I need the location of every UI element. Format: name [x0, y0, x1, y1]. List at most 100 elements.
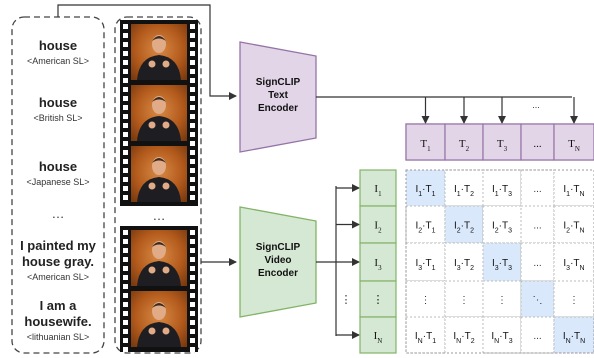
- cell-i-base: I: [563, 331, 566, 342]
- matrix-cell-label: I3·T1: [415, 258, 435, 272]
- matrix-cell: I1·TN: [553, 169, 594, 207]
- text-item-title: I am a: [40, 298, 78, 313]
- matrix-cell: I3·TN: [553, 242, 594, 282]
- filmstrip: [120, 20, 198, 206]
- cell-i-sub: 2: [457, 227, 461, 234]
- cell-i-sub: 2: [566, 227, 570, 234]
- text-item-title: house gray.: [22, 254, 94, 269]
- filmstrips: [120, 20, 198, 352]
- video-token-label-base: I: [374, 183, 378, 195]
- video-token-label-sub: 3: [378, 264, 382, 272]
- video-bus-ellipsis: ⋮: [341, 294, 352, 306]
- video-output-drops: [336, 184, 360, 339]
- matrix-cell-label: IN·TN: [563, 331, 585, 345]
- matrix-cell: I3·T3: [482, 242, 522, 282]
- cell-i-sub: 1: [457, 191, 461, 198]
- text-item-title: I painted my: [20, 238, 97, 253]
- text-encoder-line1: SignCLIP: [256, 77, 301, 88]
- video-token-label: I1: [374, 183, 382, 198]
- text-token: ...: [520, 123, 555, 161]
- matrix-cell-label: I2·T1: [415, 221, 435, 235]
- matrix-cell-label: I2·TN: [563, 221, 584, 235]
- video-token-label-sub: 2: [378, 227, 382, 235]
- cell-dot: ·T: [422, 184, 431, 195]
- matrix-cell-ellipsis: ...: [533, 221, 541, 232]
- cell-dot: ·T: [499, 258, 508, 269]
- cell-i-sub: 1: [418, 191, 422, 198]
- video-encoder-line1: SignCLIP: [256, 242, 301, 253]
- matrix-cell: IN·T3: [482, 316, 522, 354]
- matrix-cell: I3·T2: [444, 242, 484, 282]
- cell-dot: ·T: [499, 221, 508, 232]
- matrix-cell-ellipsis: ...: [533, 184, 541, 195]
- cell-i-base: I: [491, 331, 494, 342]
- video-encoder-shape: [239, 206, 317, 318]
- video-frame: [131, 85, 187, 141]
- video-frame: [131, 146, 187, 202]
- cell-j-sub: N: [580, 338, 585, 345]
- text-bus-ellipsis: ...: [532, 100, 540, 110]
- matrix-cell-ellipsis: ⋮: [497, 295, 507, 306]
- text-token: TN: [553, 123, 594, 161]
- video-token-label-sub: 1: [378, 190, 382, 198]
- cell-dot: ·T: [461, 184, 470, 195]
- text-token-label: T1: [420, 138, 431, 153]
- matrix-cell: ...: [520, 242, 555, 282]
- cell-i-base: I: [563, 184, 566, 195]
- cell-i-sub: 3: [457, 265, 461, 272]
- cell-j-sub: N: [580, 191, 585, 198]
- matrix-cell-ellipsis: ⋮: [459, 295, 469, 306]
- cell-i-sub: N: [418, 338, 423, 345]
- video-encoder-line2: Video: [264, 255, 291, 266]
- text-token: T3: [482, 123, 522, 161]
- video-frame: [131, 291, 187, 347]
- cell-j-sub: 2: [470, 191, 474, 198]
- cell-dot: ·T: [499, 184, 508, 195]
- matrix-cell: IN·T1: [405, 316, 446, 354]
- text-token-label-base: T: [497, 138, 504, 150]
- cell-i-sub: 3: [566, 265, 570, 272]
- cell-dot: ·T: [570, 184, 579, 195]
- text-encoder-line3: Encoder: [258, 103, 298, 114]
- text-item-title: house: [39, 95, 77, 110]
- matrix-cell-label: I2·T3: [492, 221, 512, 235]
- cell-i-base: I: [492, 258, 495, 269]
- cell-i-base: I: [415, 221, 418, 232]
- matrix-cell: ⋱: [520, 280, 555, 318]
- cell-j-sub: 2: [470, 265, 474, 272]
- video-frame: [131, 230, 187, 286]
- matrix-cell: ⋮: [553, 280, 594, 318]
- cell-j-sub: N: [580, 265, 585, 272]
- text-item-language: <Japanese SL>: [26, 177, 89, 187]
- cell-j-sub: 1: [432, 265, 436, 272]
- text-token-label-sub: 3: [504, 145, 508, 153]
- text-item: house <British SL>: [33, 95, 82, 123]
- cell-j-sub: 3: [508, 227, 512, 234]
- matrix-cell-ellipsis: ...: [533, 331, 541, 342]
- cell-i-base: I: [563, 221, 566, 232]
- text-token: T2: [444, 123, 484, 161]
- matrix-cell-label: I1·TN: [563, 184, 584, 198]
- matrix-cell-ellipsis: ⋮: [421, 295, 431, 306]
- text-token-label-sub: 1: [427, 145, 431, 153]
- text-item-title: housewife.: [24, 314, 91, 329]
- text-item-title: house: [39, 38, 77, 53]
- matrix-cell: ⋮: [405, 280, 446, 318]
- matrix-cell: ...: [520, 205, 555, 244]
- cell-i-base: I: [454, 221, 457, 232]
- cell-j-sub: 2: [471, 338, 475, 345]
- text-token-label: ...: [533, 138, 542, 150]
- matrix-cell-label: I3·TN: [563, 258, 584, 272]
- text-item-language: <British SL>: [33, 113, 82, 123]
- matrix-cell-label: I1·T2: [454, 184, 474, 198]
- matrix-cell: ...: [520, 316, 555, 354]
- video-token: ⋮: [359, 280, 397, 318]
- video-token: IN: [359, 316, 397, 354]
- cell-i-base: I: [492, 184, 495, 195]
- matrix-cell: I3·T1: [405, 242, 446, 282]
